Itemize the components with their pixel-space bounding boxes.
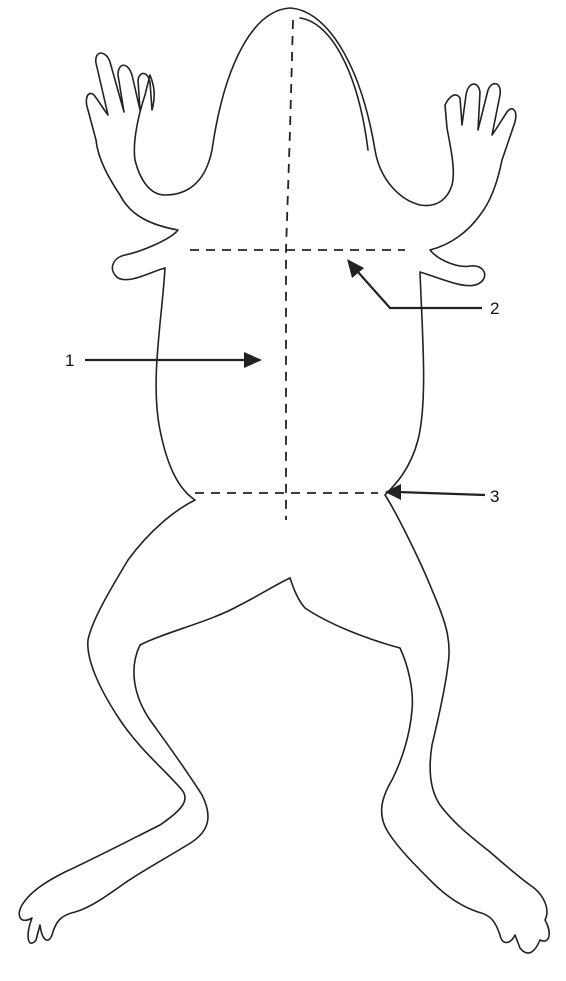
incision-midline	[286, 20, 293, 520]
arrow-3-line	[398, 492, 485, 495]
label-2: 2	[490, 299, 499, 318]
frog-head-body-left	[19, 8, 290, 943]
frog-head-body-right	[290, 8, 549, 953]
arrow-1-head	[244, 352, 262, 368]
label-1: 1	[65, 351, 74, 370]
pointer-arrows	[85, 259, 485, 500]
label-3: 3	[490, 487, 499, 506]
frog-outline	[19, 8, 549, 953]
incision-lines	[190, 20, 405, 520]
